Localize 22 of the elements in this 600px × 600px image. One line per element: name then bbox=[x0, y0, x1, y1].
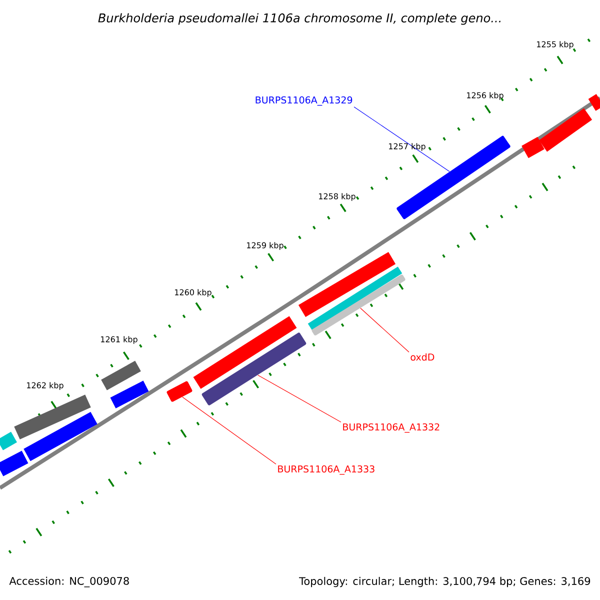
accession-text: Accession: NC_009078 bbox=[9, 576, 129, 588]
leader-line bbox=[354, 106, 450, 172]
leader-line bbox=[182, 396, 276, 464]
leader-line bbox=[360, 308, 410, 352]
gene-bar bbox=[166, 381, 192, 402]
summary-text: Topology: circular; Length: 3,100,794 bp; Genes: 3,169 bbox=[299, 576, 590, 588]
tick-label: 1256 kbp bbox=[467, 92, 504, 100]
gene-label: BURPS1106A_A1333 bbox=[278, 465, 374, 475]
tick-label: 1257 kbp bbox=[389, 143, 426, 151]
gene-label: BURPS1106A_A1332 bbox=[343, 423, 440, 433]
leader-line bbox=[258, 374, 342, 422]
gene-bar bbox=[202, 332, 306, 406]
tick-label: 1255 kbp bbox=[537, 41, 574, 49]
tick-label: 1259 kbp bbox=[247, 242, 284, 250]
tick-label: 1262 kbp bbox=[27, 382, 64, 390]
tick-label: 1260 kbp bbox=[175, 289, 212, 297]
gene-label: BURPS1106A_A1329 bbox=[256, 96, 352, 106]
gene-label: oxdD bbox=[410, 353, 434, 361]
map-title: Burkholderia pseudomallei 1106a chromosome II, complete geno... bbox=[98, 13, 501, 25]
tick-label: 1258 kbp bbox=[319, 193, 356, 201]
gene-bar bbox=[312, 274, 406, 336]
tick-label: 1261 kbp bbox=[101, 336, 138, 344]
